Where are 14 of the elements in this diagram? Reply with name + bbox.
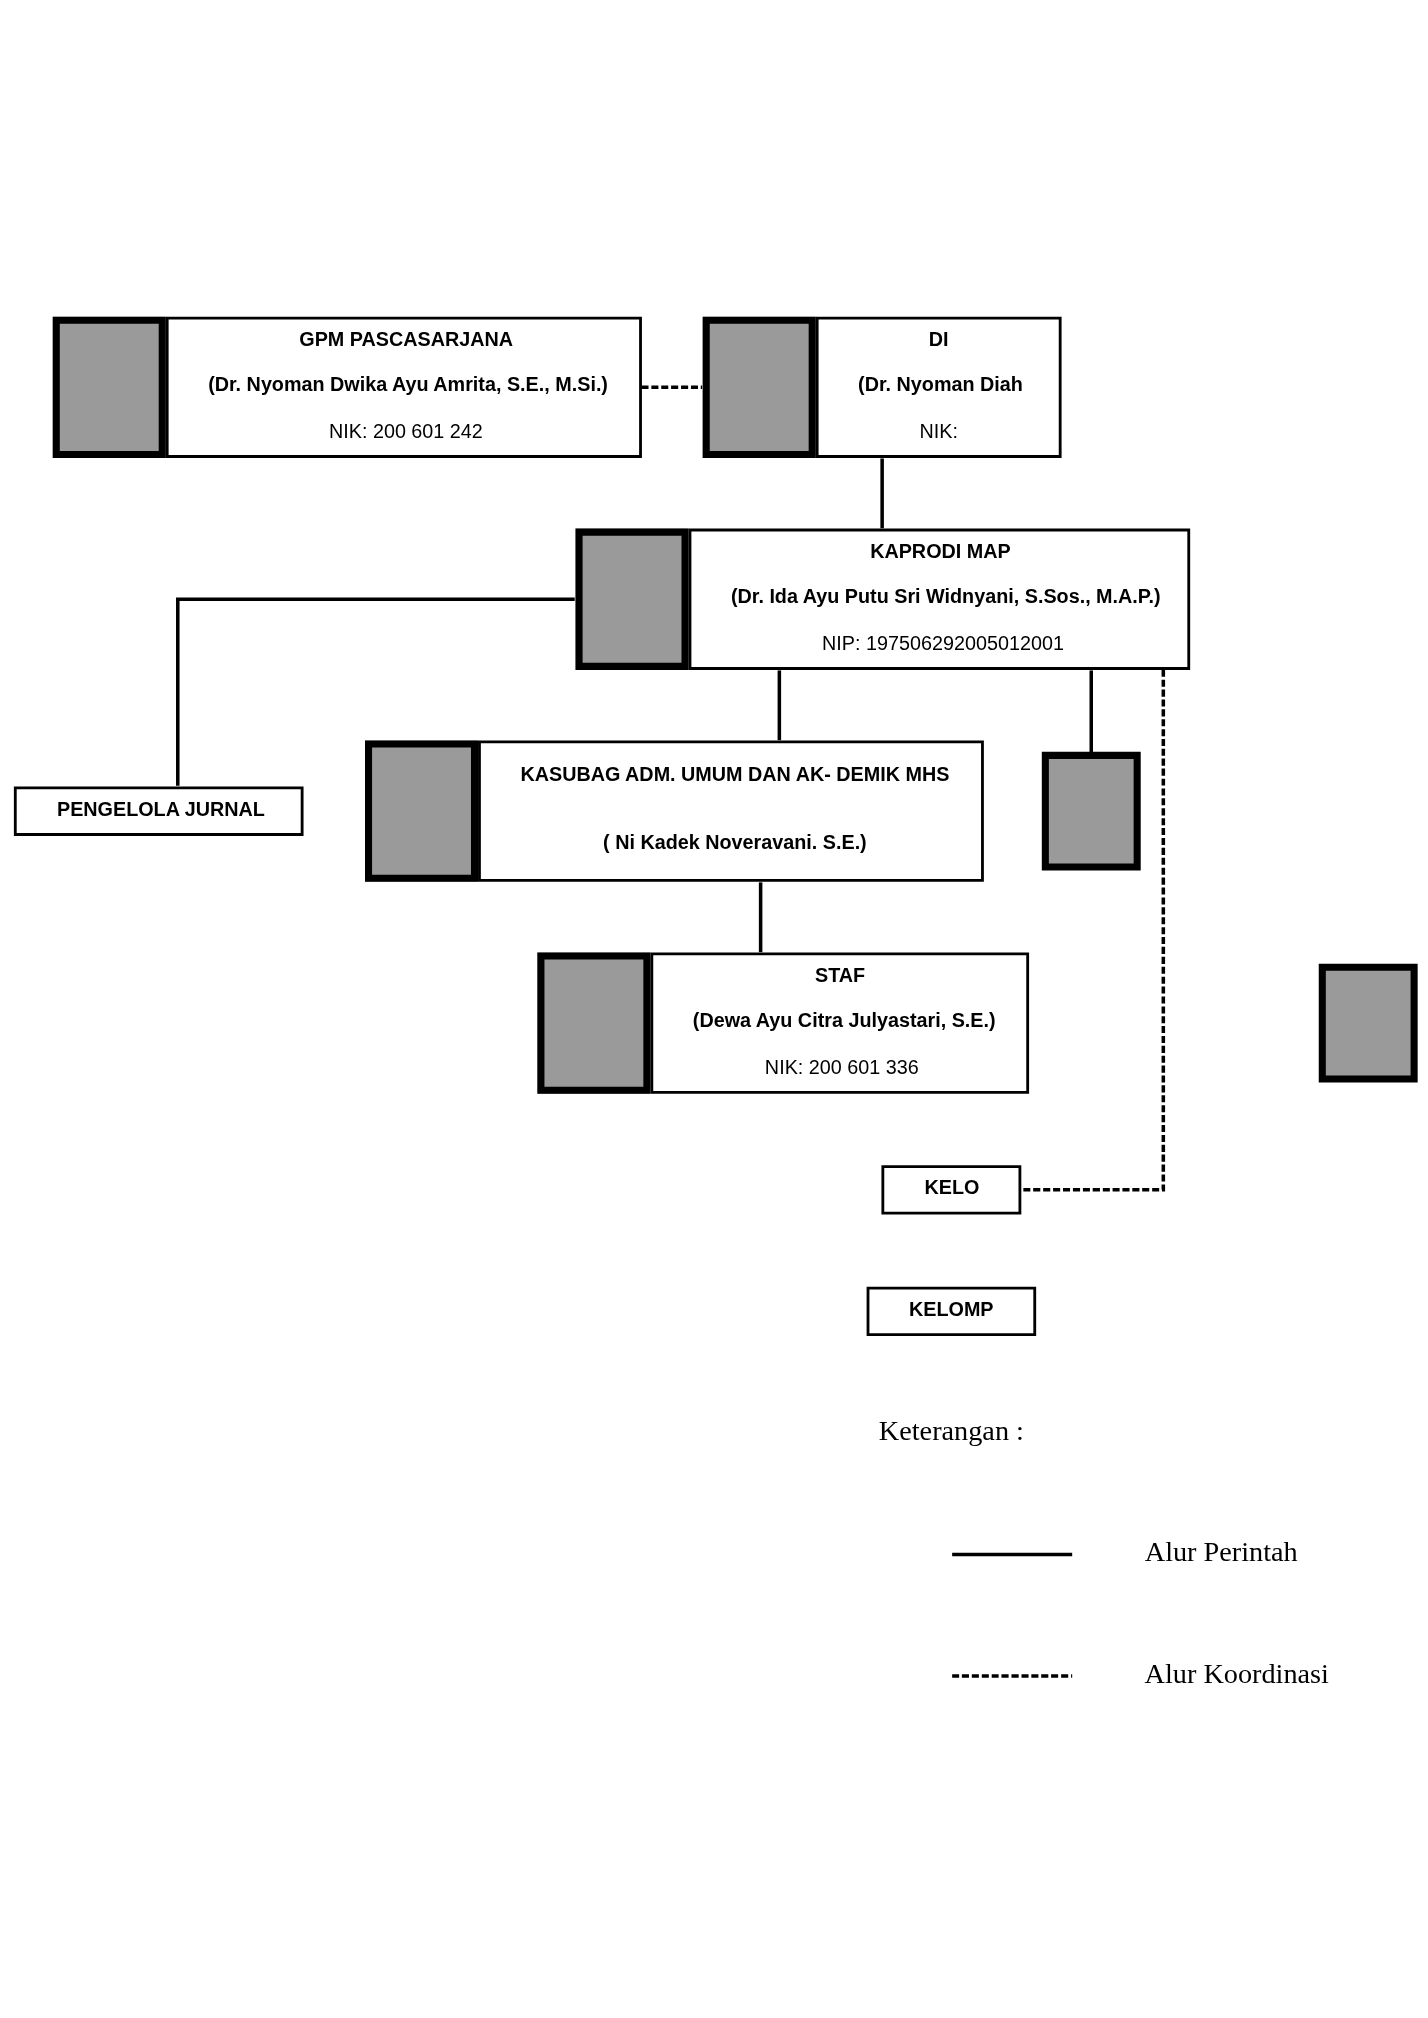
connector xyxy=(880,458,884,529)
node-box: KELOMP xyxy=(866,1286,1037,1337)
node-box: KELO xyxy=(881,1165,1022,1215)
legend-label: Alur Perintah xyxy=(1144,1536,1298,1568)
node-box xyxy=(1318,963,1418,1083)
connector xyxy=(777,670,782,741)
connector xyxy=(176,597,575,786)
connector xyxy=(1021,669,1166,1192)
label: Keterangan : xyxy=(878,1414,1024,1446)
node-box: PENGELOLA JURNAL xyxy=(13,786,304,836)
connector xyxy=(641,385,703,390)
node-box xyxy=(1041,751,1141,871)
legend-label: Alur Koordinasi xyxy=(1144,1657,1329,1689)
connector xyxy=(758,882,763,953)
